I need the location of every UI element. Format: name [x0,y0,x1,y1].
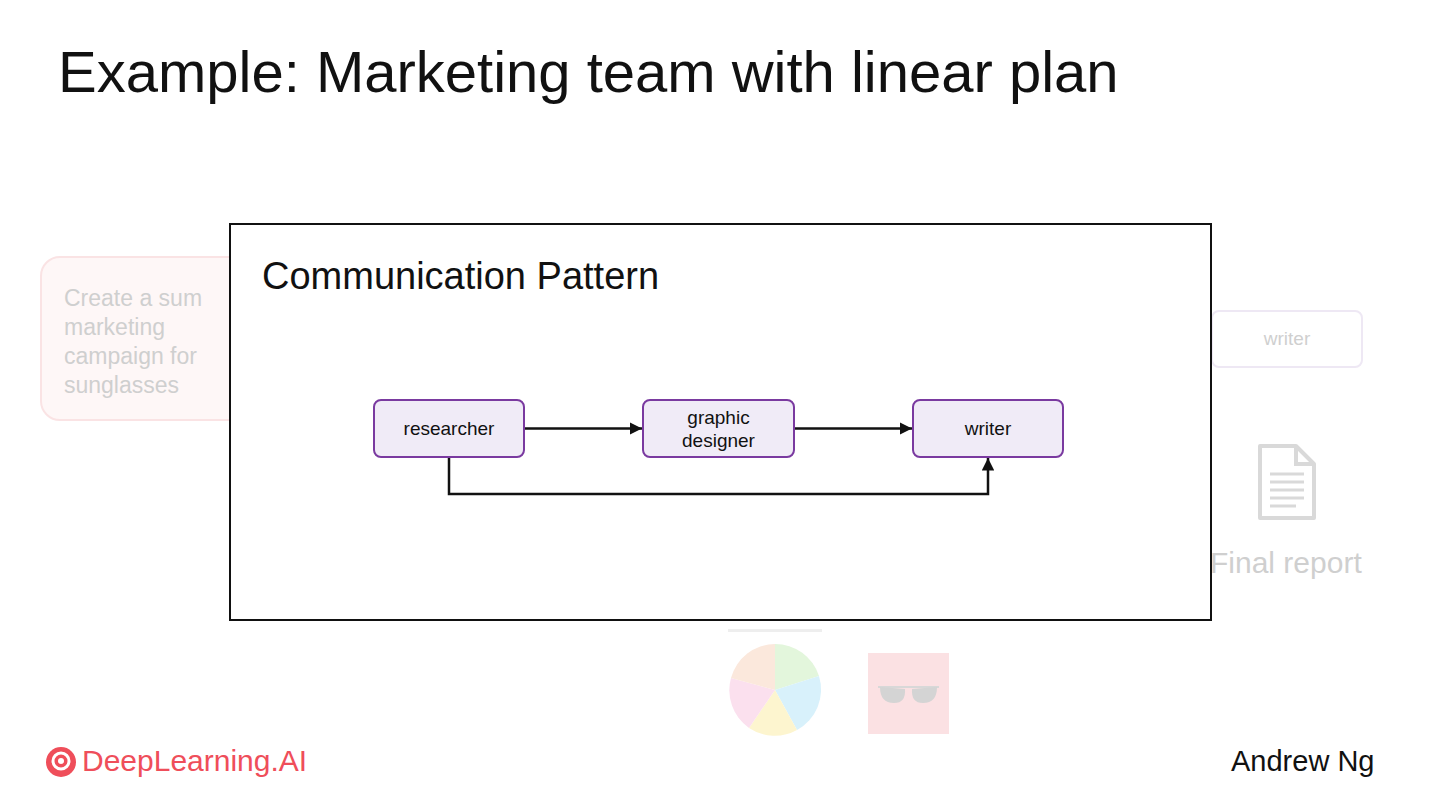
agent-box: writer [912,399,1064,458]
arrow-connector [525,427,642,430]
brand-logo: DeepLearning.AI [82,744,307,778]
sunglasses-image [868,653,949,734]
node-label: writer [965,417,1011,440]
panel-heading: Communication Pattern [262,255,1210,298]
arrow-connector [449,458,988,494]
slide-title: Example: Marketing team with linear plan [58,38,1119,105]
node-label: writer [1264,328,1310,350]
output-caption: Final report [1210,546,1362,580]
prompt-box: Create a sum marketing campaign for sung… [40,256,253,421]
agent-box: researcher [373,399,525,458]
agent-box: graphic designer [642,399,795,458]
pie-chart [700,626,850,746]
pattern-panel: Communication Pattern researcher graphic d… [229,223,1212,621]
author-name: Andrew Ng [1231,745,1374,778]
logo-icon [44,745,78,779]
agent-box: writer [1211,310,1363,368]
arrow-connector [795,427,912,430]
node-label: researcher [404,417,495,440]
node-label: Create a sum marketing campaign for sung… [64,284,251,400]
node-label: graphic designer [650,406,787,452]
document-icon [1256,444,1318,520]
